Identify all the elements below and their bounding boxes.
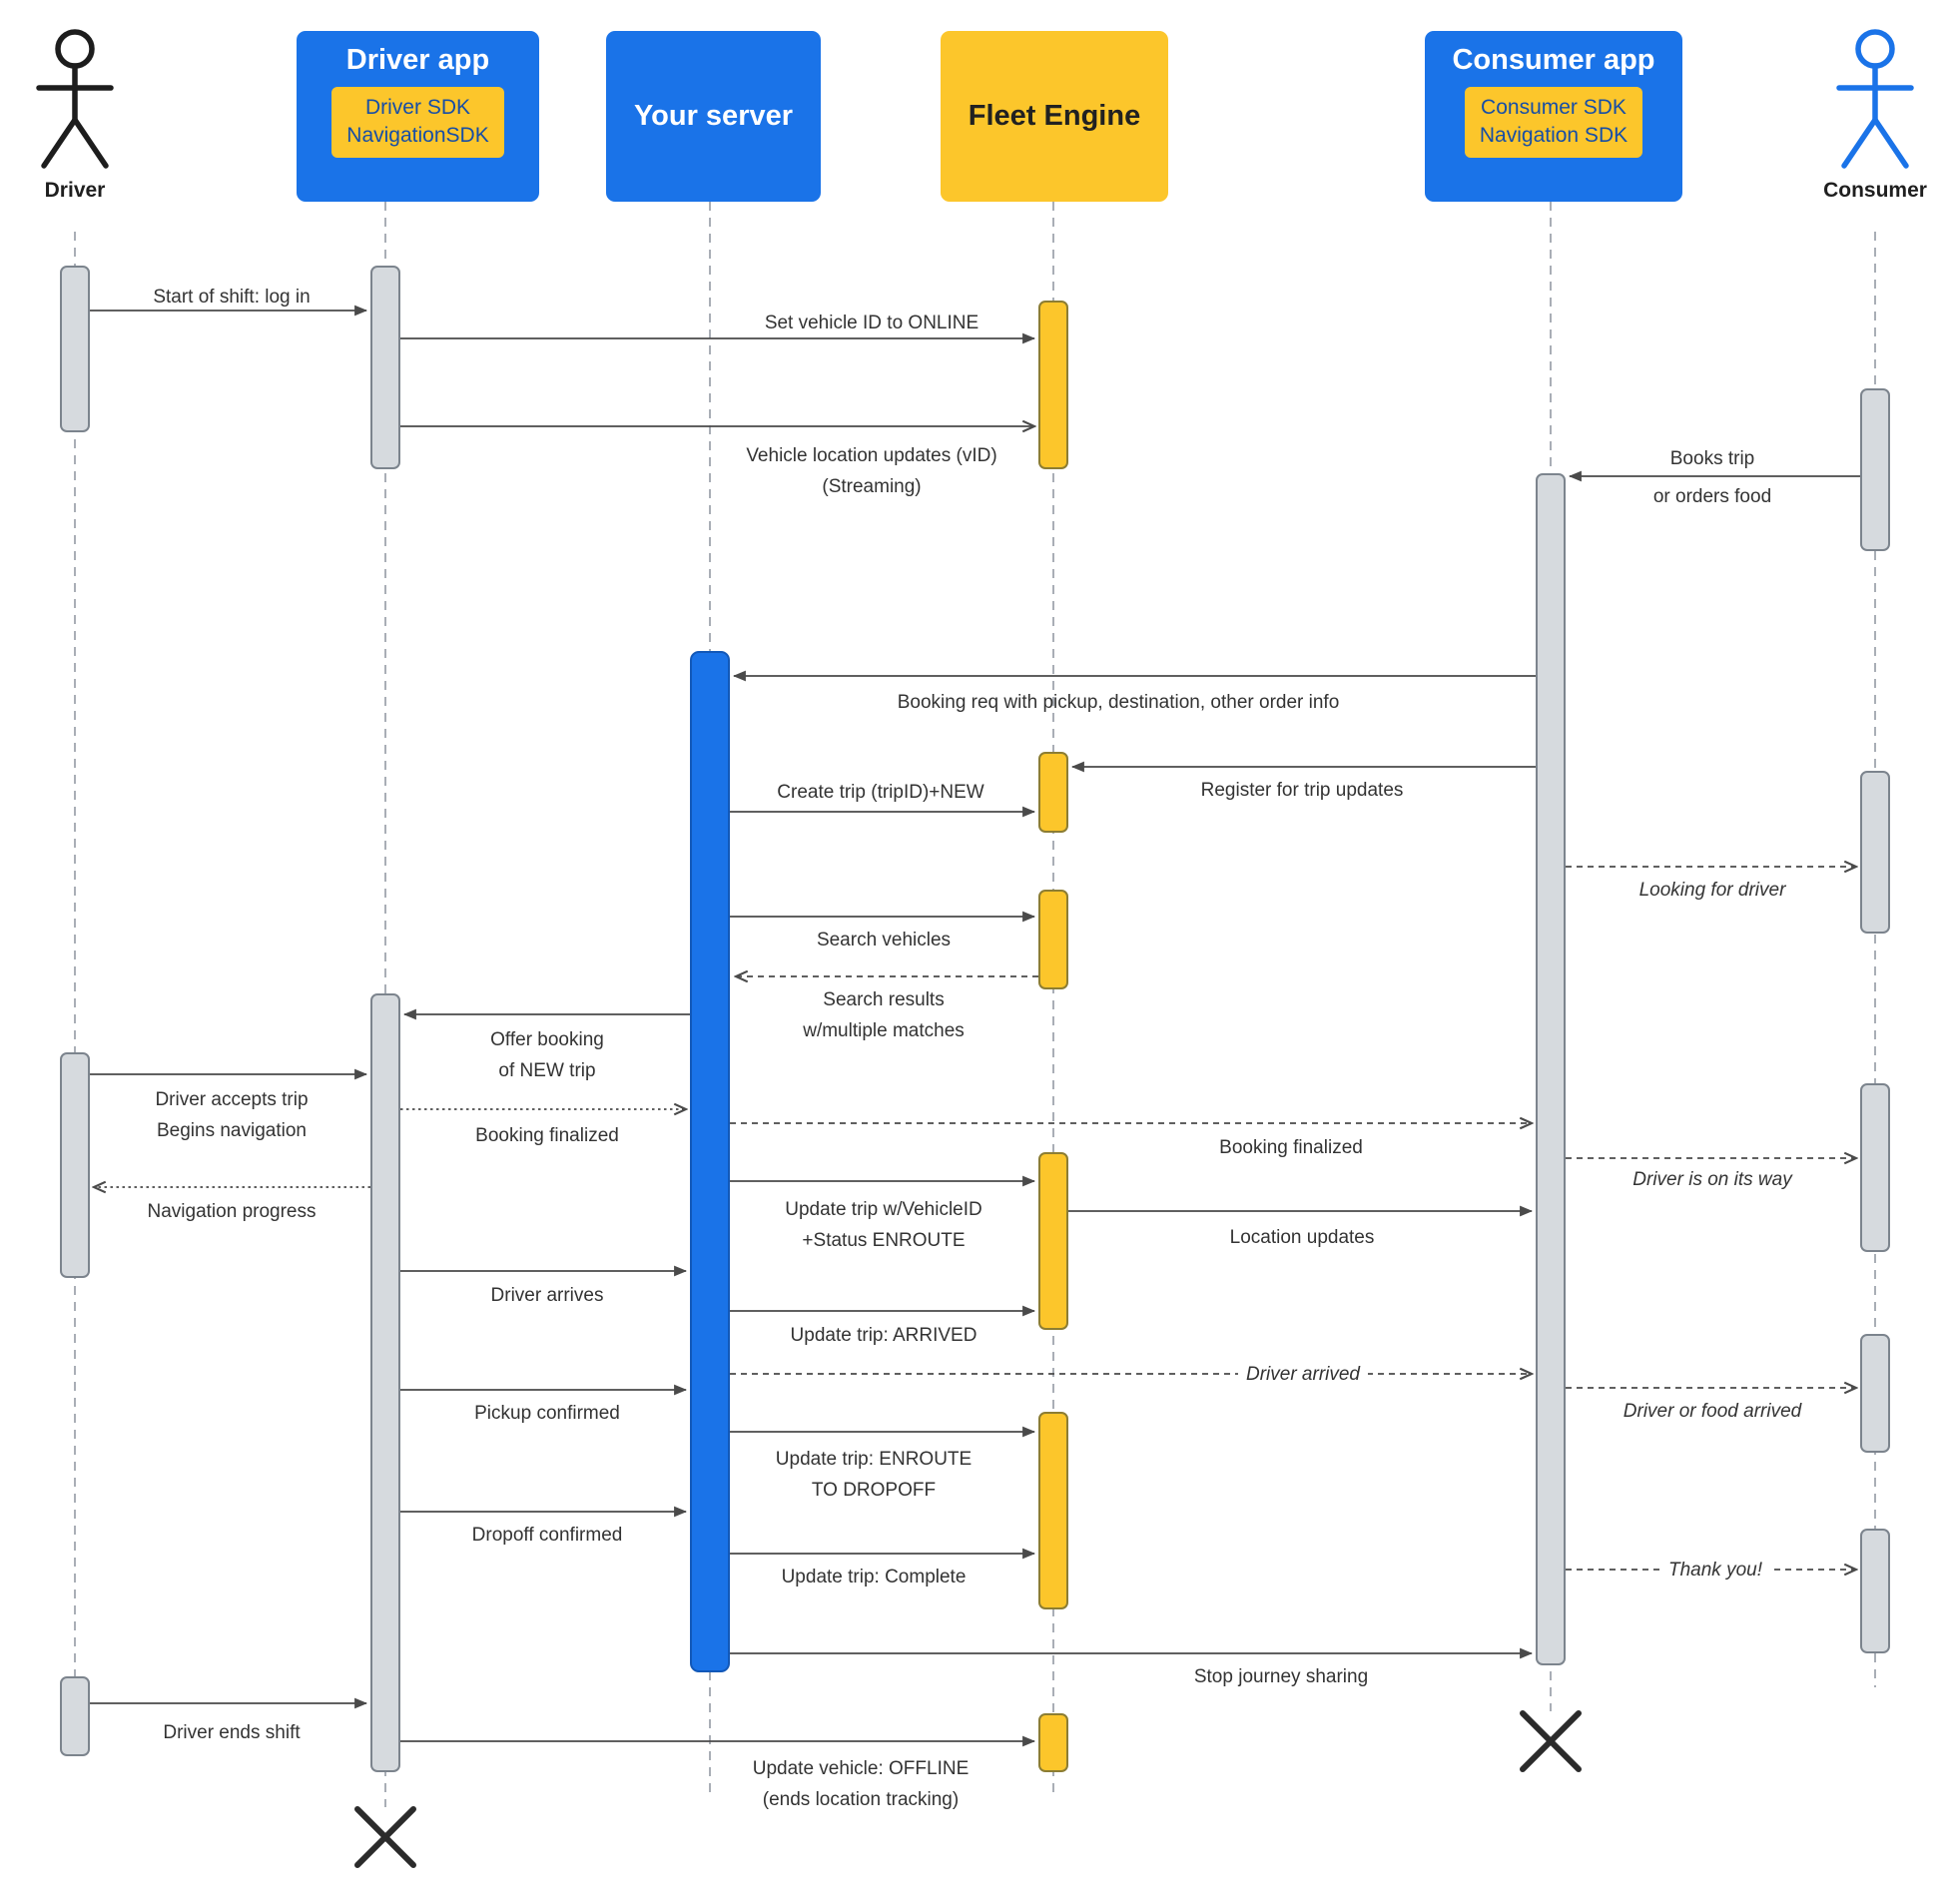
message-label-m21: Driver arrived — [1237, 1359, 1369, 1390]
activation-fleet-4 — [1038, 1152, 1068, 1330]
activation-consumer-2 — [1860, 771, 1890, 934]
consumer-sdk-line2: Navigation SDK — [1479, 124, 1628, 148]
message-label-line: Offer booking — [490, 1029, 604, 1050]
participant-your-server: Your server — [606, 31, 821, 202]
activation-consumer-5 — [1860, 1529, 1890, 1653]
activation-driver-1 — [60, 266, 90, 432]
message-label-line: of NEW trip — [498, 1060, 596, 1081]
message-label-line: Update trip w/VehicleID — [785, 1199, 982, 1220]
consumer-app-title: Consumer app — [1452, 44, 1655, 76]
message-label-line: (Streaming) — [822, 476, 922, 497]
message-label-line: w/multiple matches — [803, 1020, 965, 1041]
activation-consumer-3 — [1860, 1083, 1890, 1252]
message-label-m06: Register for trip updates — [1200, 780, 1404, 801]
message-label-m15: Driver is on its way — [1632, 1169, 1792, 1190]
message-label-m26: Update trip: Complete — [781, 1567, 967, 1587]
message-label-m01: Start of shift: log in — [153, 287, 311, 308]
message-label-m18: Location updates — [1229, 1227, 1375, 1248]
message-label-m29: Driver ends shift — [163, 1722, 301, 1743]
message-label-m20: Update trip: ARRIVED — [790, 1325, 977, 1346]
message-label-line: Update trip: ENROUTE — [775, 1449, 973, 1470]
message-label-m13: Booking finalized — [475, 1125, 619, 1146]
actor-driver: Driver — [30, 26, 120, 203]
message-label-line: Search results — [823, 989, 945, 1010]
message-label-m14: Booking finalized — [1219, 1137, 1363, 1158]
activation-driver-app-1 — [370, 266, 400, 469]
message-label-line: Update vehicle: OFFLINE — [752, 1758, 970, 1779]
activation-your-server-main — [690, 651, 730, 1672]
actor-driver-label: Driver — [44, 179, 106, 202]
fleet-engine-title: Fleet Engine — [968, 100, 1141, 132]
activation-driver-app-2 — [370, 993, 400, 1772]
message-label-m10: Search results w/multiple matches — [803, 984, 965, 1046]
message-label-m08: Looking for driver — [1638, 880, 1786, 901]
driver-stick-figure-icon — [36, 29, 114, 169]
message-label-m07: Create trip (tripID)+NEW — [777, 782, 984, 803]
message-label-m04a: Books trip — [1669, 448, 1755, 469]
message-label-line: Begins navigation — [156, 1120, 307, 1141]
participant-consumer-app: Consumer app Consumer SDK Navigation SDK — [1425, 31, 1682, 202]
activation-fleet-5 — [1038, 1412, 1068, 1609]
actor-consumer: Consumer — [1823, 26, 1927, 203]
message-label-m25: Dropoff confirmed — [471, 1525, 623, 1546]
activation-driver-3 — [60, 1676, 90, 1756]
driver-app-title: Driver app — [345, 44, 490, 76]
activation-fleet-3 — [1038, 890, 1068, 989]
consumer-sdk-box: Consumer SDK Navigation SDK — [1464, 87, 1643, 158]
activation-consumer-app-main — [1536, 473, 1566, 1665]
termination-x-consumer-app — [1520, 1710, 1582, 1772]
message-label-m27: Thank you! — [1660, 1555, 1770, 1586]
message-label-m24: Update trip: ENROUTE TO DROPOFF — [776, 1444, 972, 1506]
message-label-line: Vehicle location updates (vID) — [746, 445, 997, 466]
consumer-sdk-line1: Consumer SDK — [1481, 96, 1627, 119]
message-label-m04b: or orders food — [1652, 486, 1772, 507]
participant-driver-app: Driver app Driver SDK NavigationSDK — [297, 31, 539, 202]
message-label-line: TO DROPOFF — [811, 1480, 937, 1501]
activation-consumer-4 — [1860, 1334, 1890, 1453]
activation-fleet-1 — [1038, 301, 1068, 469]
message-label-m23: Pickup confirmed — [474, 1403, 620, 1424]
message-label-m09: Search vehicles — [816, 930, 952, 951]
message-label-m16: Navigation progress — [147, 1201, 317, 1222]
activation-fleet-2 — [1038, 752, 1068, 833]
message-label-m02: Set vehicle ID to ONLINE — [764, 313, 979, 333]
message-label-line: Driver accepts trip — [155, 1089, 309, 1110]
message-label-m11: Offer booking of NEW trip — [490, 1024, 604, 1086]
message-label-m12: Driver accepts trip Begins navigation — [155, 1084, 308, 1146]
message-label-m19: Driver arrives — [490, 1285, 604, 1306]
participant-fleet-engine: Fleet Engine — [941, 31, 1168, 202]
your-server-title: Your server — [633, 100, 794, 132]
activation-consumer-1 — [1860, 388, 1890, 551]
consumer-stick-figure-icon — [1836, 29, 1914, 169]
message-label-m30: Update vehicle: OFFLINE (ends location t… — [753, 1753, 969, 1815]
message-label-m22: Driver or food arrived — [1623, 1401, 1802, 1422]
message-label-m28: Stop journey sharing — [1193, 1666, 1369, 1687]
message-label-m05: Booking req with pickup, destination, ot… — [897, 692, 1340, 713]
driver-sdk-line2: NavigationSDK — [346, 124, 489, 148]
message-label-m03: Vehicle location updates (vID) (Streamin… — [746, 440, 996, 502]
message-label-m17: Update trip w/VehicleID +Status ENROUTE — [785, 1194, 982, 1256]
message-label-line: +Status ENROUTE — [802, 1230, 966, 1251]
termination-x-driver-app — [354, 1806, 416, 1868]
driver-sdk-box: Driver SDK NavigationSDK — [331, 87, 504, 158]
activation-driver-2 — [60, 1052, 90, 1278]
driver-sdk-line1: Driver SDK — [364, 96, 470, 119]
actor-consumer-label: Consumer — [1823, 179, 1927, 202]
activation-fleet-6 — [1038, 1713, 1068, 1772]
message-label-line: (ends location tracking) — [762, 1789, 960, 1810]
